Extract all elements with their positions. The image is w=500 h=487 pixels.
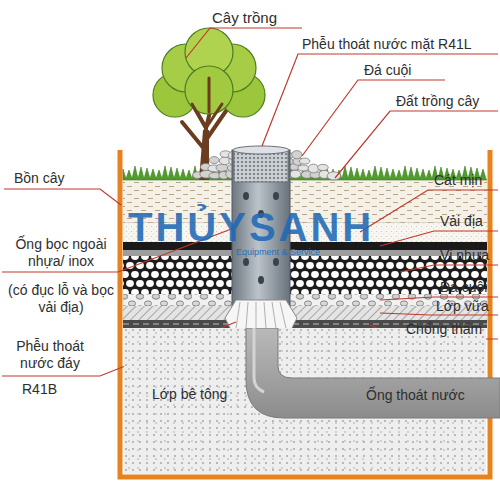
surface-strainer <box>234 150 288 182</box>
pebble <box>292 151 302 159</box>
pipe-hole <box>273 192 279 200</box>
pebble <box>308 164 319 173</box>
tree-branches <box>192 78 222 128</box>
watermark-subtitle: Equipment & Service <box>236 247 356 258</box>
pebble <box>318 164 329 170</box>
part-label: Đá cuội <box>364 62 444 79</box>
funnel-ribs <box>236 302 286 328</box>
part-label: Vỉ nhựa <box>440 247 500 264</box>
pebble <box>216 164 228 171</box>
leader-line <box>302 80 445 156</box>
layer-label: Ống thoát nước <box>366 387 496 404</box>
strainer-cap <box>233 146 289 154</box>
grass-blades <box>123 166 487 180</box>
pipe-hole <box>258 276 264 284</box>
drain-pipe-body <box>246 328 500 418</box>
drain-pipe: Ống thoát nước <box>240 328 500 423</box>
grass <box>123 166 487 180</box>
note-label: (có đục lỗ và bọc vải địa) <box>4 282 118 316</box>
part-label: Bồn cây <box>14 170 104 187</box>
pipe-highlight <box>254 328 264 392</box>
part-label: Ống bọc ngoài nhựa/ inox <box>4 236 118 270</box>
plastic-grid-layer <box>123 256 487 294</box>
pebble-layer <box>123 294 487 306</box>
part-label: Chống thấm <box>406 321 500 338</box>
pipe-hole <box>243 258 249 266</box>
pebble <box>298 165 309 171</box>
leader-line <box>186 28 302 58</box>
part-label: Lớp vữa <box>436 298 500 315</box>
pebble <box>290 170 301 178</box>
pebble <box>209 157 219 164</box>
drain-pipe-outline <box>240 328 500 423</box>
leader-line <box>400 265 498 272</box>
leader-line <box>335 111 498 178</box>
pebble <box>299 158 310 164</box>
part-label: Vải địa <box>440 213 500 230</box>
part-label: Đá cuội <box>440 279 500 296</box>
layer-label: Lớp bê tông <box>152 386 262 403</box>
planter-wall <box>120 150 490 477</box>
leader-line <box>4 189 121 205</box>
bottom-funnel <box>225 300 297 330</box>
part-label: Cát mịn <box>434 172 500 189</box>
part-label: Đất trồng cây <box>396 93 500 110</box>
mortar-layer <box>123 306 487 320</box>
part-label: Phễu thoát nước mặt R41L <box>302 36 500 53</box>
part-label: Cây trồng <box>212 9 312 27</box>
watermark: THỦYSANH <box>128 203 398 251</box>
leader-line <box>380 231 498 246</box>
part-label: Phễu thoát nước đáy <box>4 338 96 372</box>
pipe-hole <box>273 258 279 266</box>
pipe-hole <box>243 192 249 200</box>
part-label: R41B <box>22 381 82 398</box>
